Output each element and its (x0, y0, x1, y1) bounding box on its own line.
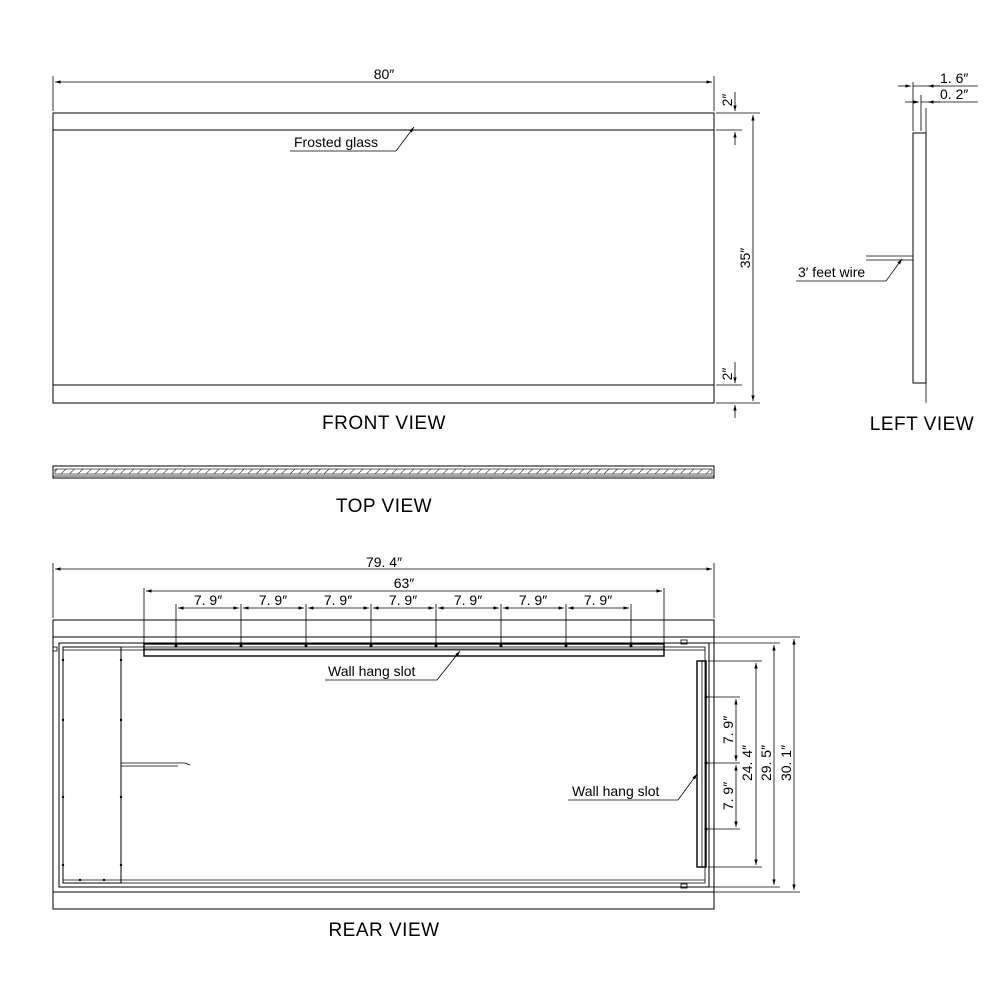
rear-hole-spacings: 7. 9″ 7. 9″ 7. 9″ 7. 9″ 7. 9″ 7. 9″ 7. 9… (174, 592, 633, 648)
left-side-profile (912, 132, 927, 384)
rear-back-panel (58, 642, 710, 888)
slot-height-label: 24. 4″ (739, 745, 755, 781)
rear-slot-span-dimension: 63″ (143, 575, 665, 644)
top-view: TOP VIEW (52, 465, 715, 517)
front-view: 80″ 35″ 2″ 2″ Frosted glass (52, 66, 760, 434)
front-view-title: FRONT VIEW (322, 413, 446, 434)
wire-callout: 3′ feet wire (796, 258, 903, 282)
rear-width-label: 79. 4″ (366, 554, 402, 570)
top-slot-label: Wall hang slot (328, 663, 416, 679)
rear-slot-height-dimension: 24. 4″ (708, 660, 762, 868)
top-profile-outline (52, 465, 715, 479)
v-spacing-upper-label: 7. 9″ (720, 716, 736, 744)
front-top-band-dimension: 2″ (716, 92, 742, 145)
left-depth-label: 1. 6″ (940, 70, 968, 86)
spacing-label: 7. 9″ (259, 592, 287, 608)
front-mirror-outline (52, 112, 715, 404)
front-height-label: 35″ (737, 248, 753, 269)
frosted-glass-callout: Frosted glass (290, 126, 415, 152)
rear-inner-panel (62, 646, 706, 884)
rear-slot-span-label: 63″ (394, 575, 415, 591)
front-bottom-band-label: 2″ (719, 368, 735, 381)
v-spacing-lower-label: 7. 9″ (720, 782, 736, 810)
left-view: 1. 6″ 0. 2″ 3′ feet wire LEFT VIEW (796, 70, 978, 435)
frosted-glass-label: Frosted glass (294, 134, 378, 150)
front-height-dimension: 35″ (716, 112, 760, 404)
top-profile-hatch (54, 468, 713, 475)
front-bottom-band-dimension: 2″ (716, 362, 742, 418)
rear-vertical-spacings: 7. 9″ 7. 9″ (704, 695, 740, 831)
front-width-dimension: 80″ (52, 66, 715, 111)
front-width-label: 80″ (374, 66, 395, 82)
spacing-label: 7. 9″ (519, 592, 547, 608)
top-view-title: TOP VIEW (336, 496, 432, 517)
wire-label: 3′ feet wire (798, 264, 865, 280)
right-slot-label: Wall hang slot (572, 783, 660, 799)
spacing-label: 7. 9″ (454, 592, 482, 608)
overall-height-label: 30. 1″ (778, 745, 794, 781)
rear-view: 63″ 79. 4″ 7. 9″ 7. 9″ (52, 554, 800, 941)
top-slot-callout: Wall hang slot (325, 650, 461, 681)
spacing-label: 7. 9″ (584, 592, 612, 608)
left-depth-dimension: 1. 6″ (898, 70, 978, 131)
driver-box (62, 646, 122, 884)
rear-width-dimension: 79. 4″ (52, 554, 715, 618)
rear-inner-height-dimension: 29. 5″ (709, 642, 780, 888)
front-top-band-label: 2″ (719, 94, 735, 107)
spacing-label: 7. 9″ (324, 592, 352, 608)
left-glass-dimension: 0. 2″ (905, 86, 978, 131)
rear-view-title: REAR VIEW (328, 920, 439, 941)
right-slot-callout: Wall hang slot (568, 773, 698, 801)
rear-overall-height-dimension: 30. 1″ (714, 636, 800, 893)
spacing-label: 7. 9″ (389, 592, 417, 608)
driver-box-screws (61, 658, 123, 882)
inner-height-label: 29. 5″ (758, 745, 774, 781)
top-wall-hang-slot (143, 643, 665, 657)
left-glass-label: 0. 2″ (940, 86, 968, 102)
rear-outer-outline (52, 619, 715, 910)
left-view-title: LEFT VIEW (870, 414, 974, 435)
spacing-label: 7. 9″ (194, 592, 222, 608)
